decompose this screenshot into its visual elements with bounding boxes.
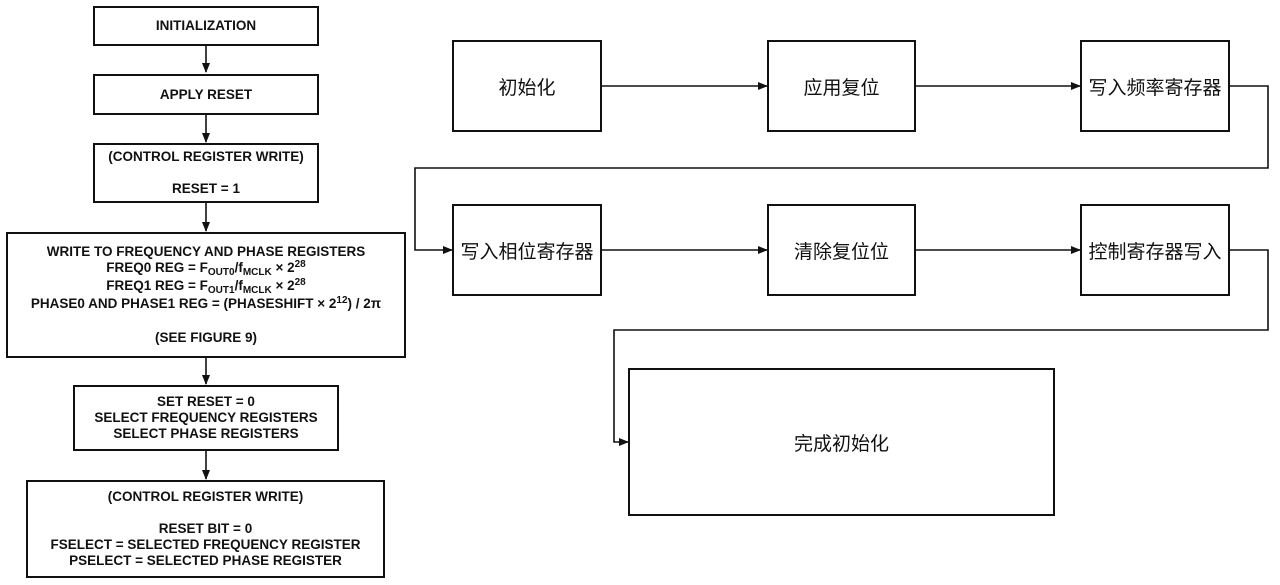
apply-reset-label: APPLY RESET bbox=[159, 86, 253, 102]
reset-bit-line: RESET BIT = 0 bbox=[158, 521, 253, 536]
zh-init-label: 初始化 bbox=[498, 76, 556, 99]
zh-done-label: 完成初始化 bbox=[793, 432, 889, 455]
arrow-freq-to-phase bbox=[414, 85, 1269, 254]
control-write-header: (CONTROL REGISTER WRITE) bbox=[108, 149, 304, 164]
control-register-write-box-2: (CONTROL REGISTER WRITE) RESET BIT = 0 F… bbox=[26, 480, 385, 578]
freq1-formula: FREQ1 REG = FOUT1/fMCLK × 228 bbox=[106, 277, 306, 296]
zh-write-phase-label: 写入相位寄存器 bbox=[460, 240, 594, 263]
apply-reset-box: APPLY RESET bbox=[93, 74, 319, 115]
arrow-ctrl-to-done bbox=[613, 249, 1269, 446]
zh-apply-reset-label: 应用复位 bbox=[803, 76, 880, 99]
initialization-box: INITIALIZATION bbox=[93, 6, 319, 46]
zh-control-write-box: 控制寄存器写入 bbox=[1080, 204, 1230, 296]
zh-write-phase-box: 写入相位寄存器 bbox=[452, 204, 602, 296]
select-frequency-line: SELECT FREQUENCY REGISTERS bbox=[94, 410, 318, 425]
zh-init-box: 初始化 bbox=[452, 40, 602, 132]
reset-equals-1: RESET = 1 bbox=[172, 181, 240, 196]
write-frequency-phase-box: WRITE TO FREQUENCY AND PHASE REGISTERS F… bbox=[6, 232, 406, 358]
control-write-header-2: (CONTROL REGISTER WRITE) bbox=[107, 489, 304, 504]
see-figure-note: (SEE FIGURE 9) bbox=[154, 330, 257, 345]
zh-clear-reset-box: 清除复位位 bbox=[767, 204, 916, 296]
set-reset-line: SET RESET = 0 bbox=[157, 394, 255, 409]
zh-apply-reset-box: 应用复位 bbox=[767, 40, 916, 132]
freq0-formula: FREQ0 REG = FOUT0/fMCLK × 228 bbox=[106, 259, 306, 278]
fselect-line: FSELECT = SELECTED FREQUENCY REGISTER bbox=[50, 537, 361, 552]
zh-write-freq-box: 写入频率寄存器 bbox=[1080, 40, 1230, 132]
initialization-label: INITIALIZATION bbox=[155, 18, 257, 33]
control-register-write-box-1: (CONTROL REGISTER WRITE) RESET = 1 bbox=[93, 143, 319, 203]
zh-clear-reset-label: 清除复位位 bbox=[793, 240, 889, 263]
zh-done-box: 完成初始化 bbox=[628, 368, 1055, 516]
phase-formula: PHASE0 AND PHASE1 REG = (PHASESHIFT × 21… bbox=[30, 295, 382, 311]
pselect-line: PSELECT = SELECTED PHASE REGISTER bbox=[69, 553, 342, 568]
zh-write-freq-label: 写入频率寄存器 bbox=[1088, 76, 1222, 99]
write-regs-title: WRITE TO FREQUENCY AND PHASE REGISTERS bbox=[46, 244, 366, 259]
select-phase-line: SELECT PHASE REGISTERS bbox=[113, 426, 299, 441]
set-reset-select-box: SET RESET = 0 SELECT FREQUENCY REGISTERS… bbox=[73, 385, 339, 451]
zh-control-write-label: 控制寄存器写入 bbox=[1088, 240, 1222, 263]
